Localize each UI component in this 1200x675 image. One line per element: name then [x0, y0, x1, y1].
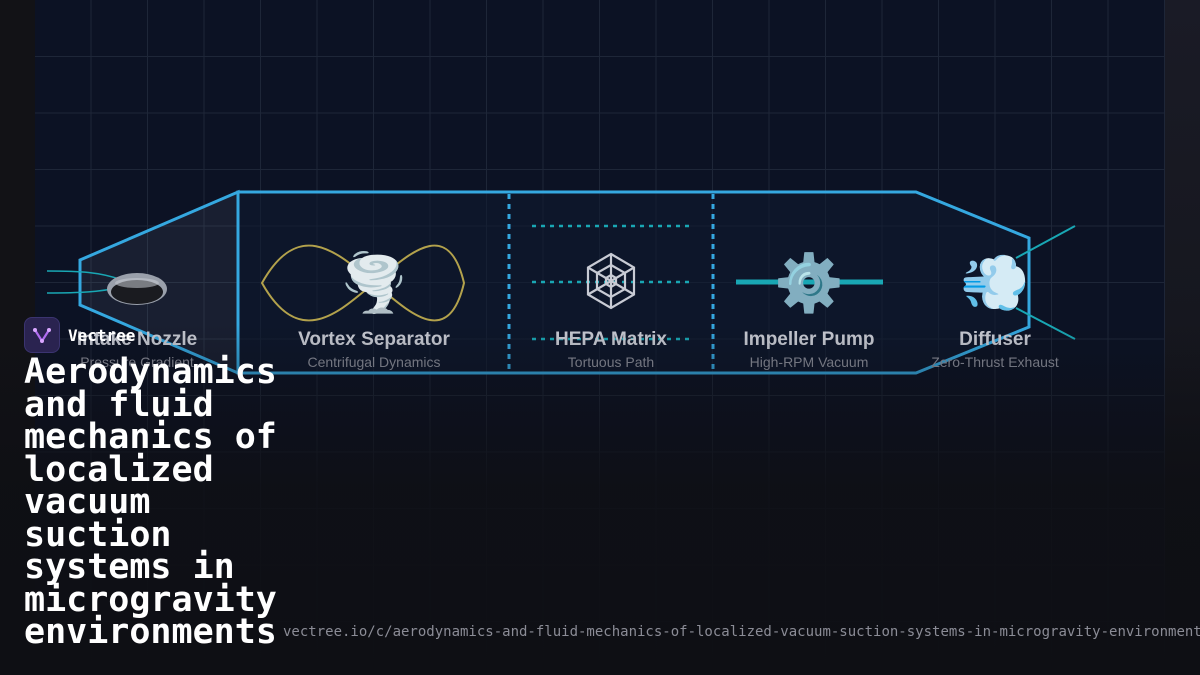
stage-subtitle-hepa-matrix: Tortuous Path	[568, 354, 654, 370]
vectree-logo-icon	[24, 317, 60, 353]
stage-title-vortex-separator: Vortex Separator	[298, 329, 450, 350]
nozzle-disc-icon	[107, 273, 167, 305]
right-margin-band	[1165, 0, 1200, 675]
source-url: vectree.io/c/aerodynamics-and-fluid-mech…	[283, 624, 1200, 640]
stage-title-hepa-matrix: HEPA Matrix	[555, 329, 667, 350]
tornado-icon: 🌪️	[339, 249, 409, 316]
page-title: Aerodynamics and fluid mechanics of loca…	[24, 352, 277, 652]
stage-subtitle-vortex-separator: Centrifugal Dynamics	[307, 354, 440, 370]
brand-name: Vectree	[68, 325, 136, 345]
wind-puff-icon: 💨	[960, 251, 1030, 315]
stage-title-impeller-pump: Impeller Pump	[744, 329, 875, 350]
brand: Vectree	[24, 317, 135, 353]
stage-subtitle-impeller-pump: High-RPM Vacuum	[750, 354, 869, 370]
stage-subtitle-diffuser: Zero-Thrust Exhaust	[931, 354, 1059, 370]
gear-icon: ⚙️	[774, 251, 844, 315]
stage-title-diffuser: Diffuser	[959, 329, 1031, 350]
